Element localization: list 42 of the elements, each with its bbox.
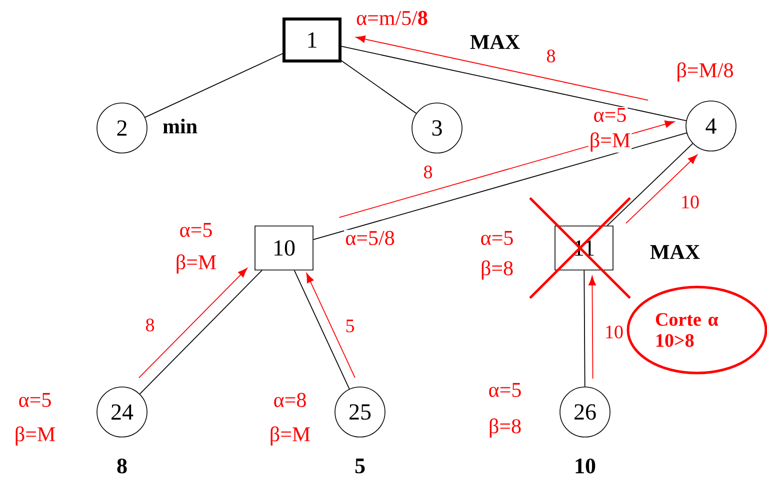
- alpha-beta-label: β=8: [480, 259, 515, 281]
- arrow: [588, 276, 596, 380]
- alpha-beta-label: α=m/5/8: [355, 10, 429, 26]
- tree-edge: [341, 46, 687, 122]
- tree-edge: [144, 53, 283, 118]
- alpha-beta-label: α=5: [17, 392, 53, 408]
- alpha-beta-label: β=M: [174, 253, 218, 275]
- level-label: MAX: [648, 244, 702, 260]
- alpha-beta-label: α=8: [272, 392, 308, 408]
- tree-edge: [584, 270, 586, 388]
- alpha-beta-label: β=M/8: [675, 61, 735, 83]
- edge-label: 8: [424, 166, 432, 178]
- edge-label: 8: [546, 50, 556, 62]
- edge-label: 10: [606, 326, 623, 338]
- tree-edge: [139, 270, 262, 394]
- alpha-beta-label: β=8: [488, 417, 523, 439]
- tree-edge: [341, 60, 417, 114]
- arrow: [626, 154, 698, 224]
- leaf-value: 10: [576, 458, 596, 474]
- tree-edge: [312, 132, 688, 240]
- alpha-beta-label: β=M: [268, 425, 312, 447]
- tree-edge: [294, 270, 350, 390]
- root-box: 1: [282, 18, 342, 62]
- level-label: MAX: [468, 34, 522, 50]
- tree-edge: [606, 143, 694, 226]
- alpha-beta-label: α=5: [178, 222, 214, 238]
- arrow: [138, 268, 248, 378]
- max-box: 10: [254, 226, 314, 270]
- alpha-beta-label: α=5: [592, 107, 628, 123]
- level-label: min: [162, 118, 199, 134]
- alpha-beta-label: α=5: [479, 230, 515, 246]
- leaf-value: 8: [117, 458, 127, 474]
- alpha-beta-label: α=5: [487, 382, 523, 398]
- edge-label: 10: [682, 196, 699, 208]
- alpha-beta-label: β=M: [588, 131, 632, 153]
- arrow: [306, 273, 356, 378]
- arrow: [356, 35, 649, 101]
- edge-label: 5: [346, 320, 354, 332]
- edge-label: 8: [146, 318, 154, 332]
- leaf-value: 5: [355, 458, 365, 474]
- alpha-beta-label: β=M: [13, 425, 57, 447]
- alpha-beta-label: α=5/8: [344, 230, 396, 246]
